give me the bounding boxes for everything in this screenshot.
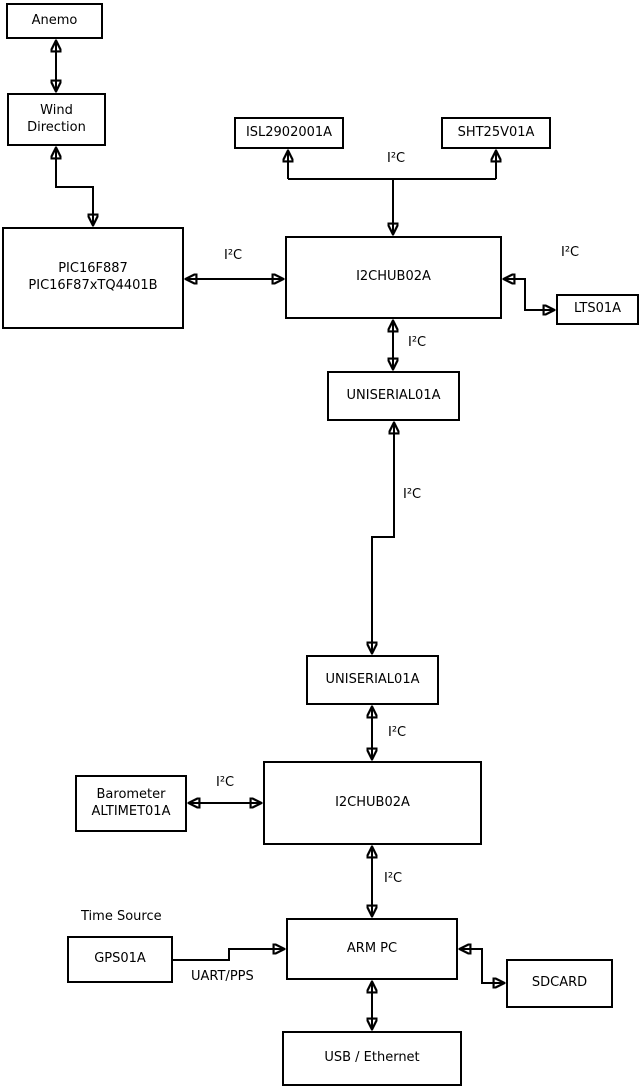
connector-gps-armpc <box>173 949 284 961</box>
connector-uniserial-uniserial <box>372 423 394 653</box>
connector-armpc-sdcard <box>460 949 504 983</box>
node-uniserial01a-bottom: UNISERIAL01A <box>306 655 439 705</box>
node-usb-ethernet: USB / Ethernet <box>282 1031 462 1086</box>
node-lts01a: LTS01A <box>556 294 639 325</box>
node-arm-pc: ARM PC <box>286 918 458 980</box>
label-i2c-pic-hub: I²C <box>224 248 243 263</box>
node-pic16f887: PIC16F887 PIC16F87xTQ4401B <box>2 227 184 329</box>
label-time-source: Time Source <box>81 909 162 924</box>
label-i2c-uniserial-hub: I²C <box>388 725 407 740</box>
node-i2chub02a-bottom: I2CHUB02A <box>263 761 482 845</box>
label-uart-pps: UART/PPS <box>191 969 254 984</box>
label-i2c-top-bus: I²C <box>387 151 406 166</box>
node-gps01a: GPS01A <box>67 936 173 983</box>
node-barometer-altimet01a: Barometer ALTIMET01A <box>75 775 187 832</box>
label-i2c-long-link: I²C <box>403 487 422 502</box>
label-i2c-hub-uniserial: I²C <box>408 335 427 350</box>
label-i2c-barometer: I²C <box>216 775 235 790</box>
node-i2chub02a-top: I2CHUB02A <box>285 236 502 319</box>
node-uniserial01a-top: UNISERIAL01A <box>327 371 460 421</box>
connector-winddirection-pic <box>56 148 93 225</box>
node-sdcard: SDCARD <box>506 959 613 1008</box>
node-sht25v01a: SHT25V01A <box>441 117 551 149</box>
label-i2c-hub-armpc: I²C <box>384 871 403 886</box>
label-i2c-lts: I²C <box>561 245 580 260</box>
node-anemo: Anemo <box>6 3 103 39</box>
connector-i2chub-lts <box>504 279 554 310</box>
node-isl2902001a: ISL2902001A <box>234 117 344 149</box>
node-wind-direction: Wind Direction <box>7 93 106 146</box>
